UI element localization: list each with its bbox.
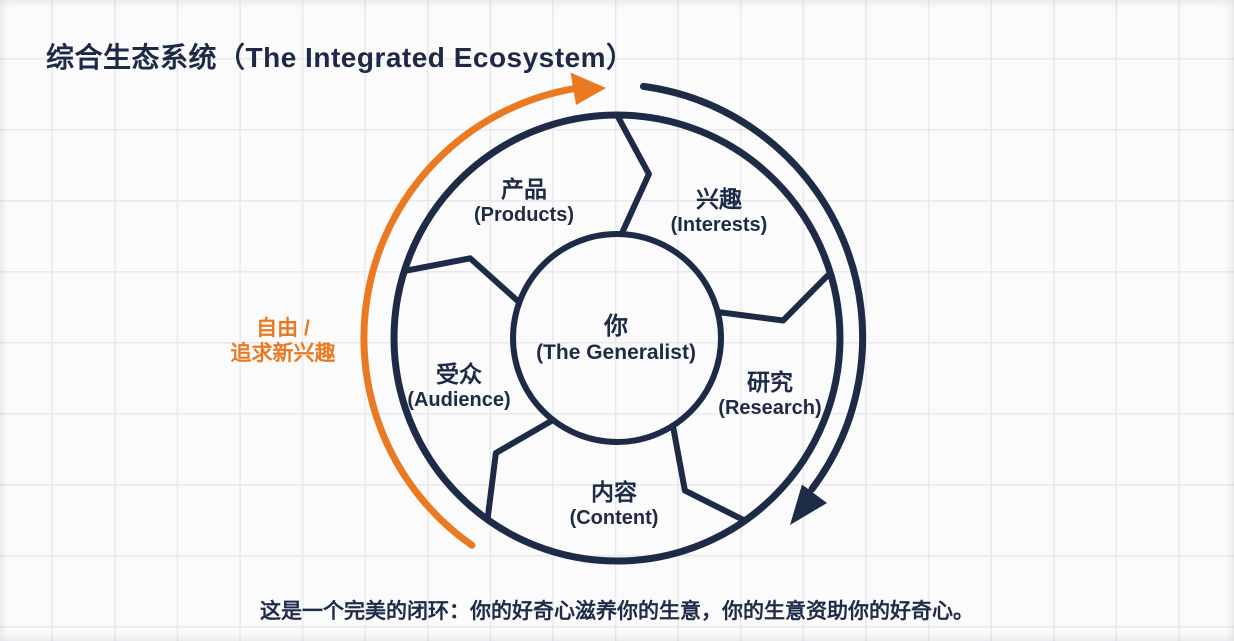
divider-products-interests [614, 112, 652, 238]
segment-research-zh: 研究 [746, 369, 793, 395]
freedom-side-note: 自由 / 追求新兴趣 [231, 316, 336, 366]
segment-dividers [401, 112, 834, 524]
segment-label-interests: 兴趣 (Interests) [671, 186, 768, 238]
divider-audience-products [401, 255, 523, 306]
caption: 这是一个完美的闭环：你的好奇心滋养你的生意，你的生意资助你的好奇心。 [260, 600, 974, 623]
freedom-side-note-line2: 追求新兴趣 [230, 342, 336, 365]
divider-interests-research [714, 269, 834, 324]
navy-cycle-arrow-icon [639, 82, 867, 525]
segment-label-content: 内容 (Content) [570, 479, 659, 531]
segment-content-en: (Content) [569, 507, 659, 529]
segment-products-en: (Products) [474, 204, 574, 226]
hub-label: 你 (The Generalist) [536, 314, 696, 366]
segment-products-zh: 产品 [501, 176, 547, 202]
orange-arc [360, 85, 577, 549]
hub-label-zh: 你 [604, 313, 628, 340]
segment-label-audience: 受众 (Audience) [407, 361, 510, 413]
orange-arrowhead-icon [570, 72, 606, 105]
divider-content-audience [484, 417, 556, 523]
segment-audience-zh: 受众 [436, 361, 482, 387]
page-title: 综合生态系统（The Integrated Ecosystem） [46, 42, 635, 73]
hub-circle [510, 231, 724, 445]
segment-interests-en: (Interests) [670, 214, 768, 236]
segment-content-zh: 内容 [590, 479, 637, 505]
orange-cycle-arrow-icon [360, 72, 606, 549]
segment-interests-zh: 兴趣 [695, 186, 742, 212]
divider-research-content [669, 422, 748, 524]
segment-research-en: (Research) [718, 397, 822, 419]
freedom-side-note-line1: 自由 / [256, 317, 310, 340]
segment-label-products: 产品 (Products) [474, 176, 574, 228]
navy-arrowhead-icon [790, 484, 827, 525]
navy-arc [639, 82, 867, 493]
hub-label-en: (The Generalist) [536, 341, 696, 364]
segment-label-research: 研究 (Research) [718, 369, 821, 421]
segment-audience-en: (Audience) [407, 389, 511, 411]
